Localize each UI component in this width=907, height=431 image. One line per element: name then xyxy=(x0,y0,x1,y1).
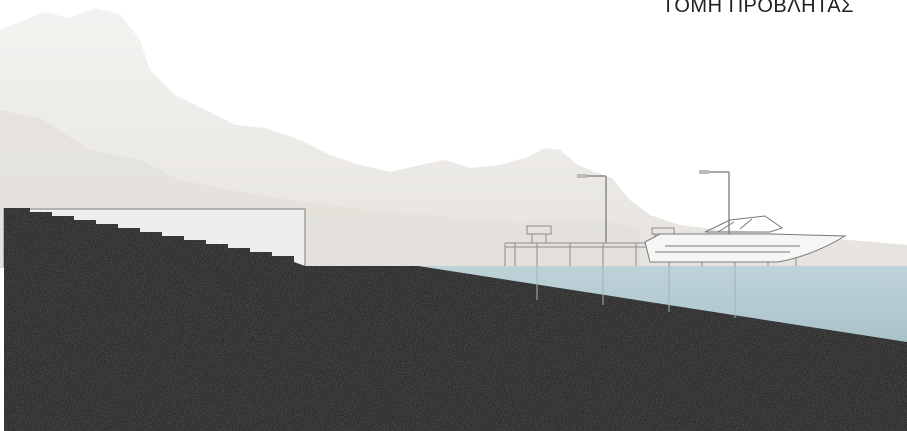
section-title: ΤΟΜΗ ΠΡΟΒΛΗΤΑΣ xyxy=(662,0,854,17)
speedboat-icon xyxy=(644,215,847,263)
street-lamp-icon xyxy=(577,174,607,243)
ground-texture xyxy=(4,208,907,431)
street-lamp-icon xyxy=(699,170,730,243)
